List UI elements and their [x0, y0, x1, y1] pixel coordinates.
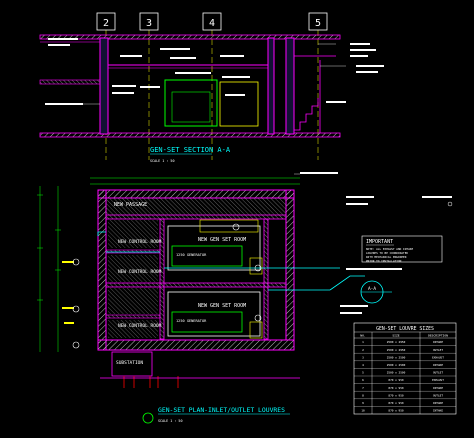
cable-routes — [97, 231, 365, 291]
louvre-row-desc: INTAKE — [433, 386, 443, 390]
floor-slab — [39, 132, 341, 138]
plan-dimensions — [37, 177, 300, 352]
louvre-row-desc: EXHAUST — [432, 378, 444, 382]
section-scale: SCALE 1 : 50 — [150, 159, 175, 163]
important-line-1: NOTE: ALL EXHAUST AND INTAKE — [366, 247, 413, 251]
louvre-row-no: 1 — [362, 340, 364, 344]
grid-bubble-3-label: 3 — [146, 18, 152, 29]
section-marker: A-A — [360, 280, 392, 304]
plan-wall-left — [97, 189, 107, 351]
louvre-col-no: NO. — [360, 334, 366, 338]
louvre-row-desc: INTAKE — [433, 401, 443, 405]
louvre-row-size: 2500 x 2500 — [387, 355, 406, 359]
grid-bubble-4: 4 — [202, 12, 222, 160]
passage-floor-hatch — [106, 198, 286, 215]
louvre-row-size: 2500 x 2500 — [387, 371, 406, 375]
room-label-control-top: NEW CONTROL ROOM — [118, 239, 162, 245]
genset-plan: NEW PASSAGE NEW GEN SET ROOM NEW GEN SET… — [37, 177, 365, 424]
louvre-row-desc: OUTLET — [433, 371, 443, 375]
louvre-table: GEN-SET LOUVRE SIZES NO. SIZE DESCRIPTIO… — [353, 322, 457, 415]
louvre-row-no: 6 — [362, 378, 364, 382]
section-title: GEN-SET SECTION A-A — [150, 146, 231, 154]
louvre-row-desc: INTAKE — [433, 340, 443, 344]
plan-left-tags — [62, 261, 74, 324]
louvre-row-no: 9 — [362, 401, 364, 405]
grid-bubble-2-label: 2 — [103, 18, 109, 29]
plan-wall-bottom — [97, 339, 295, 351]
important-line-3: WITH MECHANICAL ENGINEER — [366, 255, 407, 259]
genset-bottom — [167, 291, 261, 337]
section-marker-label: A-A — [368, 286, 376, 292]
important-line-2: LOUVRES TO BE COORDINATED — [366, 251, 408, 255]
plan-wall-right — [285, 189, 295, 341]
louvre-row-no: 8 — [362, 393, 364, 397]
genset-top-label: 1250 GENERATOR — [176, 253, 207, 257]
louvre-row-desc: OUTLET — [433, 393, 443, 397]
section-a-a: 2 3 4 5 — [39, 12, 384, 163]
important-note-box: IMPORTANT NOTE: ALL EXHAUST AND INTAKE L… — [361, 235, 443, 263]
louvre-row-no: 7 — [362, 386, 364, 390]
plan-scale: SCALE 1 : 50 — [158, 419, 183, 423]
louvre-row-no: 4 — [362, 363, 364, 367]
louvre-row-desc: INTAKE — [433, 409, 443, 413]
section-stair — [294, 55, 336, 133]
louvre-row-desc: OUTLET — [433, 348, 443, 352]
room-label-genset-top: NEW GEN SET ROOM — [198, 237, 246, 243]
louvre-row-size: 2500 x 2950 — [387, 348, 406, 352]
section-wall-left — [99, 37, 109, 135]
louvre-row-no: 3 — [362, 355, 364, 359]
louvre-row-size: 2500 x 2950 — [387, 340, 406, 344]
grid-bubble-5-label: 5 — [315, 18, 321, 29]
louvre-row-desc: EXHAUST — [432, 355, 444, 359]
grid-bubble-5: 5 — [308, 12, 328, 160]
room-label-control-bottom: NEW CONTROL ROOM — [118, 323, 162, 329]
room-label-genset-bottom: NEW GEN SET ROOM — [198, 303, 246, 309]
room-label-substation: SUBSTATION — [116, 360, 143, 366]
section-annotations — [45, 38, 384, 105]
room-label-control-mid: NEW CONTROL ROOM — [118, 269, 162, 275]
plan-title: GEN-SET PLAN-INLET/OUTLET LOUVRES — [158, 406, 285, 414]
roof-slab — [39, 34, 341, 40]
room-label-new-passage: NEW PASSAGE — [114, 202, 147, 208]
plan-title-bubble — [142, 412, 154, 424]
section-wall-right — [285, 37, 295, 135]
plan-right-annotations — [300, 172, 402, 314]
louvre-row-size: 870 x 950 — [388, 401, 403, 405]
section-control-panel — [219, 81, 259, 127]
louvre-table-title: GEN-SET LOUVRE SIZES — [376, 326, 434, 332]
louvre-col-size: SIZE — [392, 334, 399, 338]
important-line-4: PRIOR TO INSTALLATION — [366, 259, 402, 263]
louvre-row-no: 2 — [362, 348, 364, 352]
section-genset — [164, 79, 218, 127]
louvre-row-size: 2500 x 2500 — [387, 363, 406, 367]
louvre-row-no: 5 — [362, 371, 364, 375]
genset-bottom-label: 1250 GENERATOR — [176, 319, 207, 323]
plan-wall-top — [97, 189, 295, 199]
substation-room — [111, 351, 153, 377]
genset-top — [167, 225, 261, 271]
louvre-row-desc: INTAKE — [433, 363, 443, 367]
grid-bubble-3: 3 — [139, 12, 159, 160]
louvre-row-no: 10 — [361, 409, 365, 413]
grid-bubble-4-label: 4 — [209, 18, 215, 29]
section-wall-mid — [267, 37, 275, 135]
louvre-row-size: 870 x 950 — [388, 386, 403, 390]
louvre-col-desc: DESCRIPTION — [428, 334, 448, 338]
louvre-row-size: 870 x 950 — [388, 409, 403, 413]
louvre-row-size: 870 x 950 — [388, 393, 403, 397]
louvre-row-size: 870 x 950 — [388, 378, 403, 382]
important-title: IMPORTANT — [366, 239, 393, 245]
